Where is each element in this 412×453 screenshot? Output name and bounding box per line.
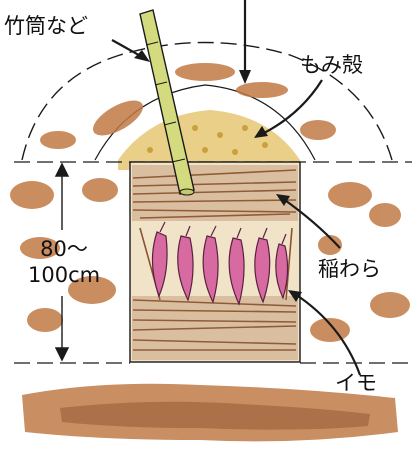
label-straw: 稲わら [318, 257, 381, 281]
mound-outline [21, 41, 393, 161]
ground-soil [10, 178, 410, 342]
bamboo-tube [139, 9, 195, 196]
label-husk: もみ殻 [300, 53, 363, 77]
potatoes [151, 231, 289, 306]
label-potato: イモ [335, 371, 377, 395]
straw-fill [132, 165, 298, 221]
straw-layer [132, 169, 297, 351]
label-depth-value: 80～ [40, 237, 88, 261]
mound-soil [40, 63, 336, 149]
bottom-soil [22, 383, 398, 442]
label-depth: 80～ 100cm [28, 236, 100, 289]
label-bamboo: 竹筒など [4, 14, 88, 38]
leader-arrowheads [134, 50, 302, 302]
bottom-soil-dark [60, 401, 370, 430]
straw-fill-bottom [132, 296, 298, 360]
label-depth-unit: 100cm [28, 263, 101, 288]
husk-layer [118, 110, 300, 170]
depth-arrow [54, 162, 70, 362]
potato-stems [159, 221, 287, 245]
